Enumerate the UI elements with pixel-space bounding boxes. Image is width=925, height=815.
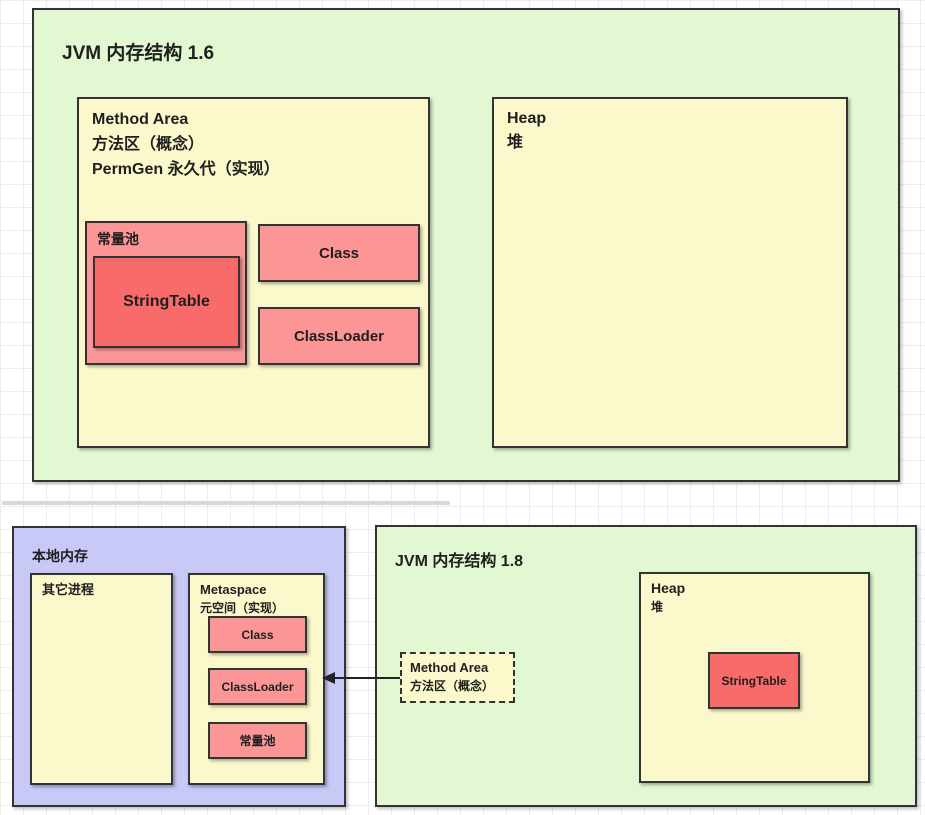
- jvm18-stringtable-label: StringTable: [721, 673, 787, 688]
- jvm18-stringtable-box: StringTable: [708, 652, 800, 709]
- jvm18-method-area-cn: 方法区（概念）: [410, 679, 495, 693]
- metaspace-constant-pool-box: 常量池: [208, 722, 307, 759]
- jvm18-method-area-label: Method Area 方法区（概念）: [402, 654, 513, 700]
- jvm16-title: JVM 内存结构 1.6: [62, 43, 215, 64]
- jvm18-heap-title: Heap: [651, 580, 686, 596]
- jvm16-classloader-box: ClassLoader: [258, 307, 420, 365]
- metaspace-label: Metaspace 元空间（实现）: [190, 575, 323, 623]
- jvm18-heap-label: Heap 堆: [641, 574, 868, 622]
- heap-title: Heap: [507, 110, 547, 127]
- metaspace-class-box: Class: [208, 616, 307, 653]
- jvm16-class-label: Class: [318, 244, 360, 262]
- jvm16-constant-pool-label: 常量池: [97, 231, 139, 247]
- native-memory-title: 本地内存: [32, 548, 88, 564]
- other-process-box: 其它进程: [30, 573, 173, 785]
- method-area-cn: 方法区（概念）: [92, 136, 205, 153]
- jvm18-title: JVM 内存结构 1.8: [395, 553, 524, 570]
- jvm18-container: JVM 内存结构 1.8 Method Area 方法区（概念） Heap 堆 …: [375, 525, 917, 807]
- metaspace-classloader-box: ClassLoader: [208, 668, 307, 705]
- jvm18-heap-box: Heap 堆 StringTable: [639, 572, 870, 783]
- permgen-label: PermGen 永久代（实现）: [92, 161, 280, 178]
- metaspace-title: Metaspace: [200, 582, 267, 597]
- jvm16-heap-label: Heap 堆: [494, 99, 846, 163]
- other-process-label: 其它进程: [42, 582, 95, 597]
- method-area-title: Method Area: [92, 111, 189, 128]
- method-area-to-metaspace-arrow-line: [334, 677, 400, 679]
- jvm16-method-area-box: Method Area 方法区（概念） PermGen 永久代（实现） 常量池 …: [77, 97, 430, 448]
- metaspace-classloader-label: ClassLoader: [221, 679, 294, 694]
- jvm18-method-area-title: Method Area: [410, 660, 489, 675]
- jvm16-stringtable-label: StringTable: [123, 293, 210, 310]
- metaspace-constant-pool-label: 常量池: [239, 734, 276, 748]
- jvm16-class-box: Class: [258, 224, 420, 282]
- jvm16-method-area-label: Method Area 方法区（概念） PermGen 永久代（实现）: [79, 99, 428, 190]
- jvm18-heap-cn: 堆: [651, 600, 664, 614]
- jvm16-classloader-label: ClassLoader: [293, 327, 385, 345]
- horizontal-scrollbar[interactable]: [2, 501, 450, 505]
- jvm16-stringtable-box: StringTable: [93, 256, 240, 348]
- metaspace-class-label: Class: [241, 627, 274, 642]
- metaspace-cn: 元空间（实现）: [200, 601, 285, 615]
- native-memory-container: 本地内存 其它进程 Metaspace 元空间（实现） Class ClassL…: [12, 526, 346, 807]
- metaspace-box: Metaspace 元空间（实现） Class ClassLoader 常量池: [188, 573, 325, 785]
- heap-cn: 堆: [507, 134, 524, 151]
- method-area-to-metaspace-arrow-head: [322, 672, 335, 684]
- jvm16-constant-pool-box: 常量池 StringTable: [85, 221, 247, 365]
- jvm18-method-area-dashed-box: Method Area 方法区（概念）: [400, 652, 515, 703]
- jvm16-container: JVM 内存结构 1.6 Method Area 方法区（概念） PermGen…: [32, 8, 900, 482]
- jvm16-heap-box: Heap 堆: [492, 97, 848, 448]
